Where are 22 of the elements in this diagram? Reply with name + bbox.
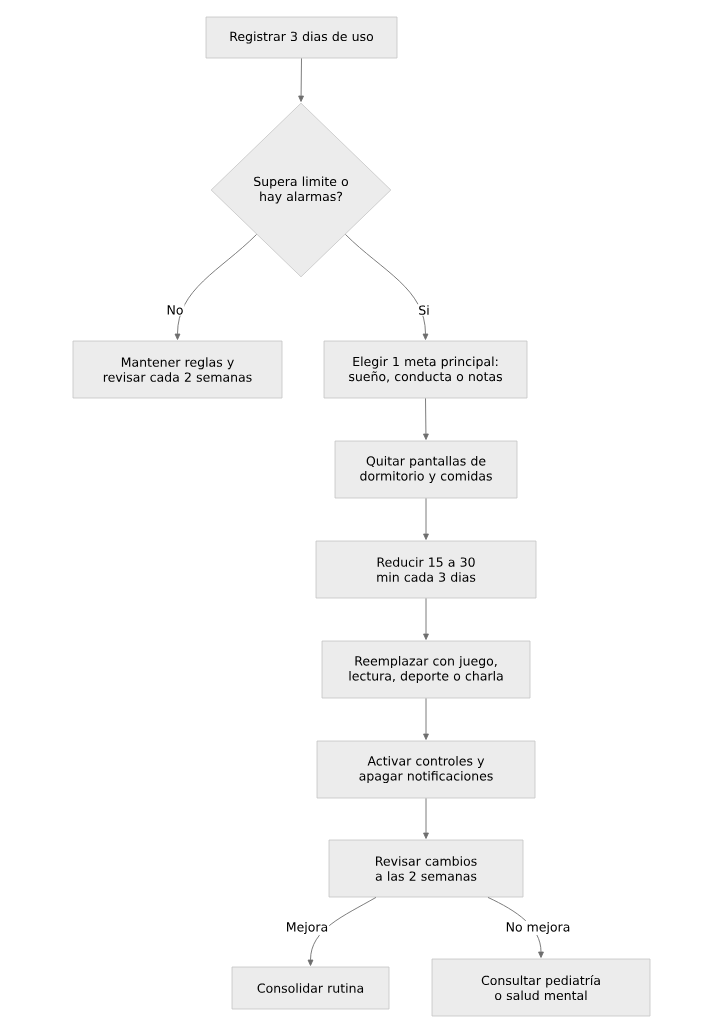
- edge-label: No: [165, 304, 185, 316]
- process-box: Revisar cambios a las 2 semanas: [328, 839, 524, 898]
- arrow: [423, 397, 429, 440]
- process-box: Activar controles y apagar notificaciones: [316, 740, 536, 799]
- arrow: [345, 234, 429, 340]
- arrow: [423, 797, 429, 839]
- arrow: [307, 896, 377, 966]
- process-box: Consolidar rutina: [231, 966, 390, 1010]
- arrow: [423, 697, 429, 740]
- process-box: Elegir 1 meta principal: sueño, conducta o notas: [323, 340, 528, 399]
- process-box: Consultar pediatría o salud mental: [431, 958, 651, 1017]
- arrow: [298, 57, 304, 102]
- process-box: Quitar pantallas de dormitorio y comidas: [334, 440, 518, 499]
- arrow: [423, 497, 429, 540]
- process-box: Mantener reglas y revisar cada 2 semanas: [72, 340, 283, 399]
- edge-label: Si: [417, 304, 431, 316]
- process-box: Reducir 15 a 30 min cada 3 dias: [315, 540, 537, 599]
- arrow: [487, 896, 544, 958]
- arrow: [423, 597, 429, 640]
- process-box: Registrar 3 dias de uso: [205, 16, 398, 59]
- process-box: Reemplazar con juego, lectura, deporte o charla: [321, 640, 531, 699]
- arrow: [174, 234, 257, 340]
